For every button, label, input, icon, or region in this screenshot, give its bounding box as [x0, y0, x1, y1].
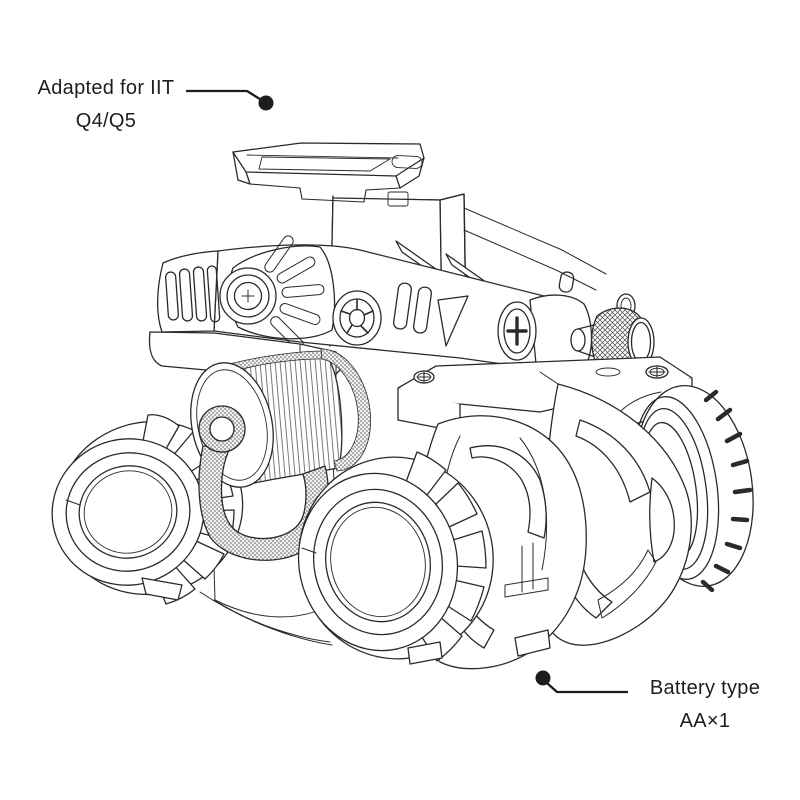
callout-iit-line2: Q4/Q5 — [75, 110, 137, 132]
fluted-adjustment-knob — [219, 235, 336, 350]
leader-dot — [535, 670, 551, 686]
right-objective-lens — [297, 415, 587, 670]
callout-leaders — [186, 89, 628, 694]
callout-battery-line1: Battery type — [649, 677, 761, 699]
knurled-battery-cap — [570, 293, 655, 372]
callout-battery-line2: AA×1 — [679, 710, 731, 732]
leader-adapted-for-iit — [186, 89, 274, 111]
callout-adapted-for-iit: Adapted for IIT Q4/Q5 — [30, 77, 182, 133]
callout-battery-type: Battery type AA×1 — [636, 677, 774, 733]
lens-cap-strap — [198, 405, 330, 561]
spoked-knob — [332, 290, 382, 346]
dovetail-mount-plate — [232, 142, 425, 203]
leader-dot — [258, 95, 274, 111]
callout-iit-line1: Adapted for IIT — [37, 77, 175, 99]
leader-battery-type — [535, 670, 628, 694]
